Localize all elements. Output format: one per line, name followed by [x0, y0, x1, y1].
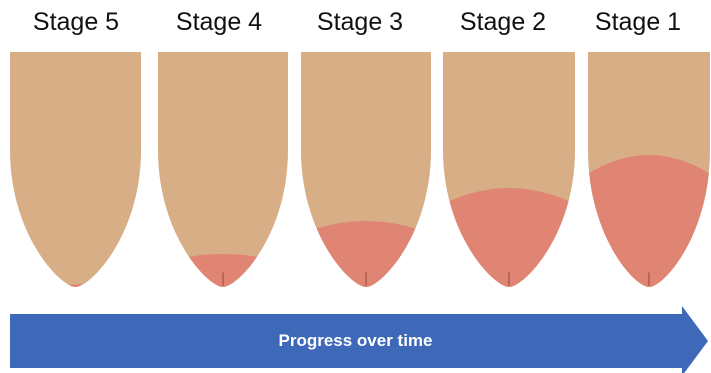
stage-5-exposed-area: [5, 284, 146, 297]
stage-5: [5, 52, 146, 297]
progress-arrow-label: Progress over time: [0, 331, 711, 351]
stage-2: [438, 52, 580, 297]
stage-5-skin: [10, 52, 141, 287]
stage-4-skin: [158, 52, 288, 287]
stage-1-exposed-area: [583, 155, 711, 297]
stage-4: [153, 52, 293, 297]
stage-1-glans: [583, 155, 711, 297]
stage-1: [583, 52, 711, 297]
stage-shapes: [5, 52, 711, 297]
stage-3: [296, 52, 436, 297]
stage-5-glans: [5, 284, 146, 297]
